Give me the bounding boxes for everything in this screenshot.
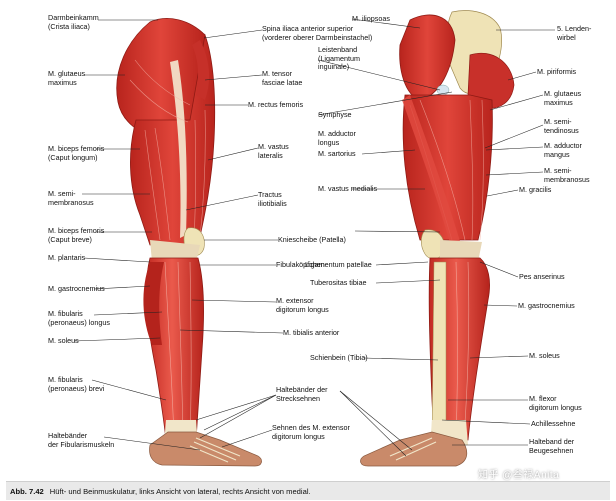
figure-caption: Abb. 7.42 Hüft- und Beinmuskulatur, links…: [6, 481, 610, 500]
label-tensor-fasciae-latae: M. tensor fasciae latae: [262, 69, 303, 87]
right-leg-medial-view: [360, 10, 515, 467]
label-glutaeus-maximus-left: M. glutaeus maximus: [48, 69, 86, 87]
label-gracilis: M. gracilis: [519, 185, 552, 194]
label-darmbeinkamm: Darmbeinkamm (Crista iliaca): [48, 13, 99, 31]
label-haltebander-strecksehnen: Haltebänder der Strecksehnen: [276, 385, 328, 403]
label-semimembranosus-right: M. semi- membranosus: [544, 166, 590, 184]
label-haltebander-beugesehnen: Halteband der Beugesehnen: [529, 437, 575, 455]
right-foot-shape: [360, 431, 468, 467]
thigh-shape: [130, 33, 216, 246]
label-rectus-femoris: M. rectus femoris: [248, 100, 304, 109]
label-ligamentum-patellae: Ligamentum patellae: [305, 260, 372, 269]
label-fibularis-brevi: M. fibularis (peronaeus) brevi: [48, 375, 105, 393]
label-gastrocnemius-right: M. gastrocnemius: [518, 301, 575, 310]
label-vastus-medialis: M. vastus medialis: [318, 184, 378, 193]
thigh-medial-shape: [402, 94, 493, 241]
label-fibulakopfchen: Fibulaköpfchen: [276, 260, 325, 269]
label-sehnen-extensor: Sehnen des M. extensor digitorum longus: [272, 423, 350, 441]
tractus-iliotibialis-shape: [170, 60, 187, 238]
watermark: 知乎 @叁禄Anita: [478, 470, 560, 481]
label-semitendinosus: M. semi- tendinosus: [544, 117, 579, 135]
label-tuberositas-tibiae: Tuberositas tibiae: [310, 278, 367, 287]
label-schienbein: Schienbein (Tibia): [310, 353, 368, 362]
label-kniescheibe: Kniescheibe (Patella): [278, 235, 346, 244]
label-biceps-femoris-longum: M. biceps femoris (Caput longum): [48, 144, 105, 162]
label-iliopsoas: M. iliopsoas: [352, 14, 390, 23]
label-tractus-iliotibialis: Tractus iliotibialis: [258, 190, 287, 208]
label-vastus-lateralis: M. vastus lateralis: [258, 142, 289, 160]
label-achillessehne: Achillessehne: [531, 419, 576, 428]
label-pes-anserinus: Pes anserinus: [519, 272, 565, 281]
label-sartorius: M. sartorius: [318, 149, 356, 158]
left-leg-lateral-view: [116, 18, 262, 467]
label-extensor-digitorum: M. extensor digitorum longus: [276, 296, 329, 314]
label-haltebander-fibularis: Haltebänder der Fibularismuskeln: [48, 431, 115, 449]
tibia-shape: [431, 261, 447, 441]
label-semimembranosus-left: M. semi- membranosus: [48, 189, 94, 207]
label-glutaeus-maximus-right: M. glutaeus maximus: [544, 89, 582, 107]
label-plantaris: M. plantaris: [48, 253, 86, 262]
label-biceps-femoris-breve: M. biceps femoris (Caput breve): [48, 226, 105, 244]
label-flexor-digitorum: M. flexor digitorum longus: [529, 394, 582, 412]
label-adductor-magnus: M. adductor mangus: [544, 141, 582, 159]
label-fibularis-longus: M. fibularis (peronaeus) longus: [48, 309, 110, 327]
label-soleus-right: M. soleus: [529, 351, 560, 360]
left-foot-shape: [149, 431, 262, 467]
label-spina-iliaca: Spina iliaca anterior superior (vorderer…: [262, 24, 373, 42]
label-lendenwirbel: 5. Lenden- wirbel: [557, 24, 592, 42]
label-piriformis: M. piriformis: [537, 67, 577, 76]
label-adductor-longus: M. adductor longus: [318, 129, 356, 147]
label-soleus-left: M. soleus: [48, 336, 79, 345]
figure-number: Abb. 7.42: [10, 487, 44, 496]
leader-lines: [73, 18, 555, 457]
label-gastrocnemius-left: M. gastrocnemius: [48, 284, 105, 293]
label-tibialis-anterior: M. tibialis anterior: [283, 328, 340, 337]
label-symphyse: Symphyse: [318, 110, 352, 119]
figure-caption-text: Hüft- und Beinmuskulatur, links Ansicht …: [49, 487, 311, 496]
label-leistenband: Leistenband (Ligamentum inguinale): [318, 45, 360, 72]
